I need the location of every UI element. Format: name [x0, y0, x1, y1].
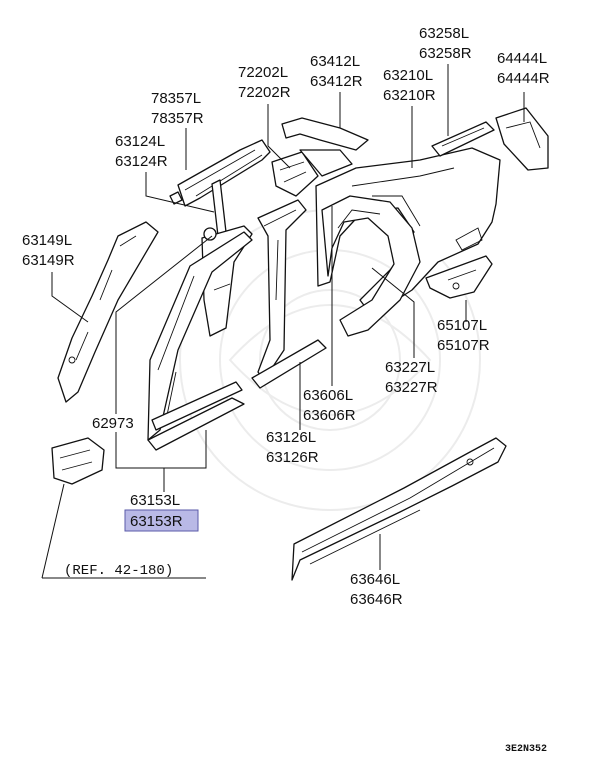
label-63606R[interactable]: 63606R [303, 407, 356, 424]
label-63124R[interactable]: 63124R [115, 153, 168, 170]
label-63210L[interactable]: 63210L [383, 67, 433, 84]
label-63258L[interactable]: 63258L [419, 25, 469, 42]
label-63227R[interactable]: 63227R [385, 379, 438, 396]
label-63149R[interactable]: 63149R [22, 252, 75, 269]
label-63606L[interactable]: 63606L [303, 387, 353, 404]
leader-lines [41, 64, 525, 579]
label-63153R-highlight [124, 509, 199, 532]
label-78357R[interactable]: 78357R [151, 110, 204, 127]
drawing-code: 3E2N352 [505, 744, 547, 755]
label-63646L[interactable]: 63646L [350, 571, 400, 588]
label-78357L[interactable]: 78357L [151, 90, 201, 107]
wheelhouse-outer-part[interactable] [321, 195, 421, 337]
rear-lower-bracket-part[interactable] [425, 255, 493, 299]
label-63149L[interactable]: 63149L [22, 232, 72, 249]
label-65107R[interactable]: 65107R [437, 337, 490, 354]
rear-gusset-part[interactable] [495, 107, 549, 171]
front-pillar-part[interactable] [57, 221, 159, 403]
rear-bracket-part[interactable] [431, 121, 495, 157]
label-63126L[interactable]: 63126L [266, 429, 316, 446]
label-63153R[interactable]: 63153R [130, 513, 183, 530]
rear-pillar-upper-part[interactable] [271, 117, 369, 197]
label-63258R[interactable]: 63258R [419, 45, 472, 62]
label-63412L[interactable]: 63412L [310, 53, 360, 70]
label-72202L[interactable]: 72202L [238, 64, 288, 81]
label-63126R[interactable]: 63126R [266, 449, 319, 466]
label-63646R[interactable]: 63646R [350, 591, 403, 608]
label-62973[interactable]: 62973 [92, 415, 134, 432]
label-63153L[interactable]: 63153L [130, 492, 180, 509]
label-63412R[interactable]: 63412R [310, 73, 363, 90]
side-sill-part[interactable] [291, 437, 507, 581]
label-63124L[interactable]: 63124L [115, 133, 165, 150]
label-63210R[interactable]: 63210R [383, 87, 436, 104]
reference-bracket-part[interactable] [51, 437, 105, 485]
label-64444L[interactable]: 64444L [497, 50, 547, 67]
label-72202R[interactable]: 72202R [238, 84, 291, 101]
roof-side-rail-part[interactable] [169, 139, 271, 237]
body-side-outer-front-part[interactable] [147, 231, 253, 451]
label-64444R[interactable]: 64444R [497, 70, 550, 87]
label-63227L[interactable]: 63227L [385, 359, 435, 376]
reference-label[interactable]: (REF. 42-180) [64, 563, 173, 579]
label-65107L[interactable]: 65107L [437, 317, 487, 334]
center-pillar-part[interactable] [251, 199, 327, 389]
